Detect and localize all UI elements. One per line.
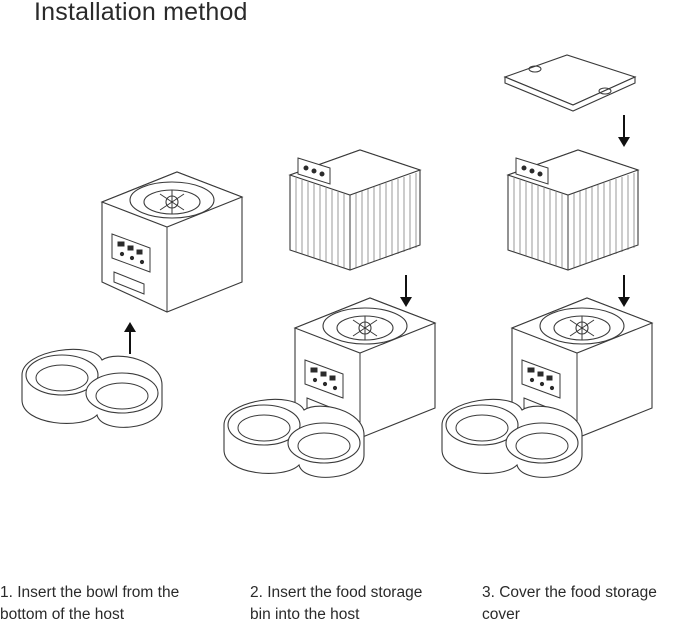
step-3-figure (441, 54, 653, 478)
feeder-host (101, 171, 243, 313)
step-2-caption: 2. Insert the food storage bin into the … (250, 582, 460, 626)
caption-line: bottom of the host (0, 606, 125, 623)
arrow-down-icon (617, 274, 631, 308)
caption-line: bin into the host (250, 606, 360, 623)
step-3-caption: 3. Cover the food storage cover (482, 582, 679, 626)
caption-line: 1. Insert the bowl from the (0, 584, 180, 601)
arrow-down-icon (399, 274, 413, 308)
arrow-down-icon (617, 114, 631, 148)
arrow-up-icon (123, 321, 137, 355)
caption-line: cover (482, 606, 520, 623)
double-bowl (441, 398, 583, 478)
double-bowl (21, 348, 163, 428)
caption-line: 3. Cover the food storage (482, 584, 657, 601)
caption-line: 2. Insert the food storage (250, 584, 423, 601)
installation-diagram (21, 54, 653, 478)
food-storage-bin (289, 149, 421, 271)
food-storage-bin (507, 149, 639, 271)
storage-cover-lid (504, 54, 636, 112)
step-2-figure (223, 149, 436, 478)
step-1-caption: 1. Insert the bowl from the bottom of th… (0, 582, 215, 626)
double-bowl (223, 398, 365, 478)
step-1-figure (21, 171, 243, 428)
page-title: Installation method (34, 0, 248, 26)
